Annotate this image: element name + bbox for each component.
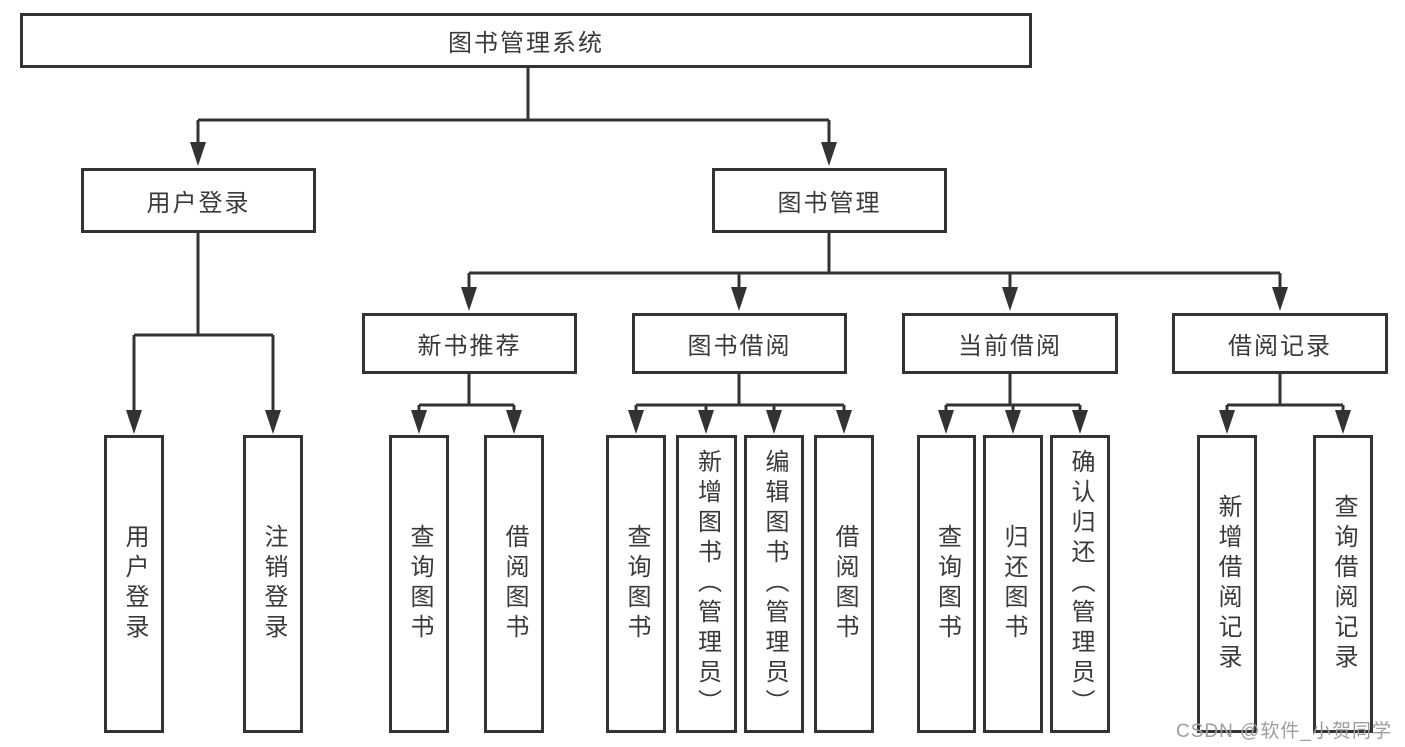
leaf-label: 新增图书（管理员） [693,449,721,719]
leaf-query-books-recommend: 查询图书 [389,435,449,733]
leaf-label: 查询图书 [406,524,433,644]
leaf-label: 新增借阅记录 [1214,494,1241,674]
leaf-borrow-books-recommend: 借阅图书 [484,435,544,733]
leaf-borrow-books-borrowing: 借阅图书 [814,435,874,733]
leaf-label: 编辑图书（管理员） [761,449,788,719]
leaf-label: 归还图书 [1000,524,1027,644]
leaf-query-books-current: 查询图书 [917,435,976,733]
node-current-borrowing: 当前借阅 [902,313,1118,374]
watermark: CSDN @软件_小贺同学 [1176,721,1392,742]
leaf-label: 查询借阅记录 [1330,494,1357,674]
node-root: 图书管理系统 [20,13,1032,68]
node-book-management: 图书管理 [712,168,947,233]
node-borrow-records: 借阅记录 [1172,313,1388,374]
node-user-login: 用户登录 [81,168,316,233]
leaf-add-borrow-record: 新增借阅记录 [1197,435,1257,733]
leaf-edit-book-admin: 编辑图书（管理员） [744,435,804,733]
leaf-query-borrow-record: 查询借阅记录 [1313,435,1373,733]
leaf-confirm-return-admin: 确认归还（管理员） [1050,435,1110,733]
node-new-book-recommend: 新书推荐 [362,313,577,374]
leaf-label: 查询图书 [933,524,961,644]
node-book-borrowing: 图书借阅 [632,313,847,374]
leaf-label: 确认归还（管理员） [1067,449,1094,719]
leaf-logout-login: 注销登录 [243,435,303,733]
leaf-label: 借阅图书 [501,524,528,644]
leaf-label: 借阅图书 [831,524,858,644]
leaf-label: 注销登录 [260,524,287,644]
leaf-label: 查询图书 [623,524,650,644]
leaf-add-book-admin: 新增图书（管理员） [676,435,737,733]
leaf-return-books: 归还图书 [983,435,1043,733]
leaf-label: 用户登录 [121,524,148,644]
leaf-query-books-borrowing: 查询图书 [606,435,666,733]
leaf-user-login: 用户登录 [104,435,164,733]
